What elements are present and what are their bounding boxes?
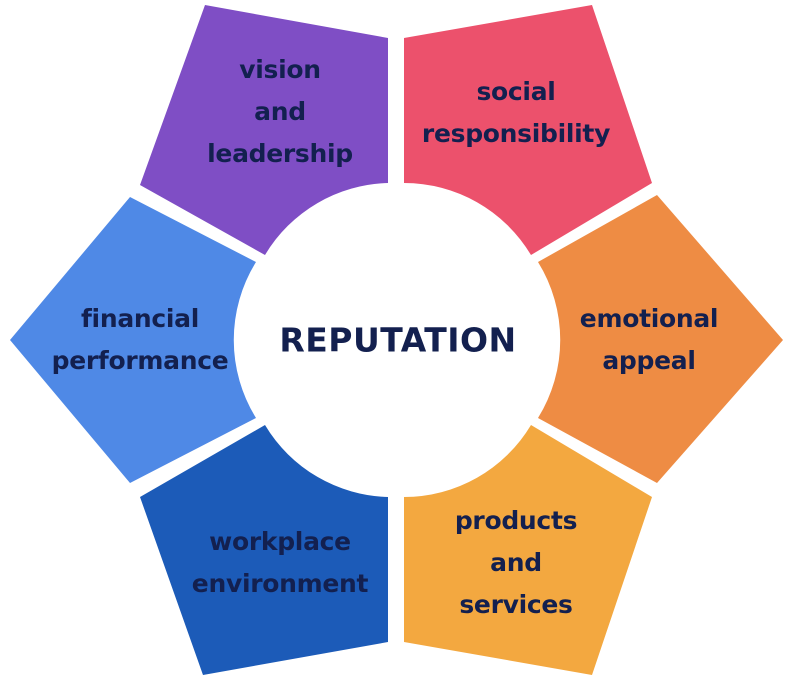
label-line: emotional [579, 304, 719, 333]
label-vision-and-leadership: vision and leadership [207, 49, 353, 175]
label-social-responsibility: social responsibility [422, 71, 610, 155]
label-line: services [459, 590, 573, 619]
segment-emotional-appeal [538, 195, 783, 483]
center-title: REPUTATION [279, 320, 517, 360]
label-line: environment [191, 569, 369, 598]
label-line: workplace [209, 527, 351, 556]
label-line: leadership [207, 139, 353, 168]
label-line: responsibility [421, 119, 611, 148]
segment-workplace-environment [140, 425, 388, 675]
segment-vision-and-leadership [140, 5, 388, 255]
label-emotional-appeal: emotional appeal [579, 298, 719, 382]
segment-products-and-services [404, 425, 652, 675]
label-line: vision [239, 55, 321, 84]
label-financial-performance: financial performance [52, 298, 229, 382]
segment-social-responsibility [404, 5, 652, 255]
label-products-and-services: products and services [454, 500, 578, 626]
label-line: performance [51, 346, 229, 375]
label-line: appeal [602, 346, 696, 375]
label-line: social [476, 77, 556, 106]
label-line: products [454, 506, 578, 535]
label-line: and [490, 548, 542, 577]
label-workplace-environment: workplace environment [191, 521, 369, 605]
label-line: and [254, 97, 306, 126]
segment-financial-performance [10, 197, 256, 483]
center-circle [255, 197, 541, 483]
label-line: financial [80, 304, 200, 333]
